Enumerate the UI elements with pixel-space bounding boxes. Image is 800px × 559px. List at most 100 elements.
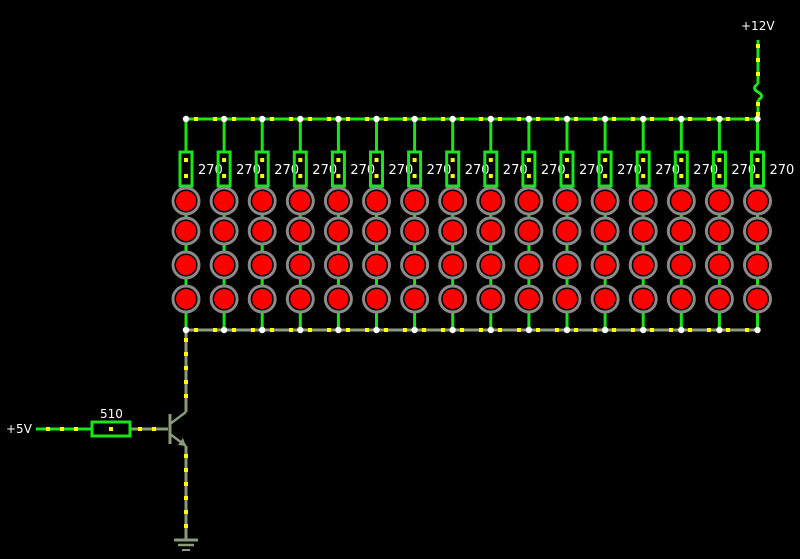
junction-dot <box>525 115 533 123</box>
led-column: 270 <box>514 115 566 334</box>
junction-dot <box>182 326 190 334</box>
junction-dot <box>373 326 380 334</box>
led <box>176 255 196 275</box>
column-resistor-dot <box>603 174 608 178</box>
led <box>366 289 387 309</box>
led <box>557 255 577 275</box>
junction-dot <box>335 115 342 123</box>
led <box>480 221 501 241</box>
base-resistor-body <box>90 420 132 438</box>
column-resistor-dot <box>222 158 227 162</box>
current-dot <box>650 117 654 121</box>
led-column: 270 <box>628 115 680 334</box>
current-dot <box>536 328 540 332</box>
junction-dot <box>678 115 685 123</box>
current-dot <box>384 117 388 121</box>
junction-dot <box>563 326 571 334</box>
led <box>328 255 349 275</box>
led-column: 270 <box>590 115 642 334</box>
led <box>747 289 768 309</box>
led <box>442 255 463 275</box>
current-dot <box>479 117 483 121</box>
led <box>328 221 349 241</box>
led <box>595 221 616 241</box>
current-dot <box>593 328 597 332</box>
current-dot <box>479 328 483 332</box>
base-resistor-label: 510 <box>100 407 123 421</box>
current-dot <box>251 117 255 121</box>
current-dot <box>631 328 635 332</box>
current-dot <box>138 427 142 431</box>
ground-icon <box>174 538 198 551</box>
led <box>404 255 425 275</box>
column-resistor-dot <box>450 158 455 162</box>
column-resistor-dot <box>526 174 531 178</box>
led-column: 270 <box>552 115 604 334</box>
current-dot <box>184 454 188 458</box>
led <box>518 191 539 211</box>
current-dot <box>536 117 540 121</box>
led <box>214 255 235 275</box>
current-dot <box>441 328 445 332</box>
led <box>480 255 501 275</box>
column-resistor-dot <box>374 174 379 178</box>
led <box>252 255 273 275</box>
junction-dot <box>754 326 761 334</box>
led <box>328 191 349 211</box>
junction-dot <box>259 326 266 334</box>
junction-dot <box>297 326 304 334</box>
transistor-collector <box>169 411 187 425</box>
led <box>214 289 235 309</box>
column-resistor-label: 270 <box>770 163 795 178</box>
fuse <box>753 82 763 102</box>
led <box>518 255 539 275</box>
column-resistor-dot <box>336 174 341 178</box>
current-dot <box>726 117 730 121</box>
led <box>671 255 692 275</box>
current-dot <box>403 328 407 332</box>
column-resistor-dot <box>488 158 493 162</box>
junction-dot <box>716 326 723 334</box>
current-dot <box>184 394 188 398</box>
led <box>557 191 577 211</box>
column-resistor-dot <box>679 174 684 178</box>
base-resistor[interactable] <box>90 420 132 438</box>
current-dot <box>612 117 616 121</box>
base-resistor-dot <box>109 427 113 431</box>
column-resistor-dot <box>260 174 265 178</box>
current-dot <box>346 117 350 121</box>
column-resistor-dot <box>412 174 417 178</box>
led <box>366 221 387 241</box>
led <box>290 255 311 275</box>
current-dot <box>498 117 502 121</box>
column-resistor-dot <box>679 158 684 162</box>
column-resistor-dot <box>450 174 455 178</box>
npn-transistor[interactable] <box>168 411 187 447</box>
current-dot <box>184 510 188 514</box>
current-dot <box>756 112 760 116</box>
led <box>176 289 196 309</box>
current-dot <box>612 328 616 332</box>
led <box>747 191 768 211</box>
junction-dot <box>182 115 190 123</box>
junction-dot <box>220 326 228 334</box>
current-dot <box>346 328 350 332</box>
current-dot <box>74 427 78 431</box>
led <box>595 191 616 211</box>
column-resistor-dot <box>641 174 646 178</box>
led <box>633 221 654 241</box>
current-dot <box>422 117 426 121</box>
led <box>671 221 692 241</box>
supply-label: +12V <box>741 19 775 33</box>
junction-dot <box>297 115 304 123</box>
current-dot <box>308 328 312 332</box>
current-flow-dots <box>46 44 760 528</box>
led <box>442 221 463 241</box>
led <box>747 221 768 241</box>
column-resistor-dot <box>603 158 608 162</box>
current-dot <box>184 352 188 356</box>
column-resistor-dot <box>488 174 493 178</box>
column-resistor <box>178 150 194 188</box>
column-resistor-dot <box>260 158 265 162</box>
